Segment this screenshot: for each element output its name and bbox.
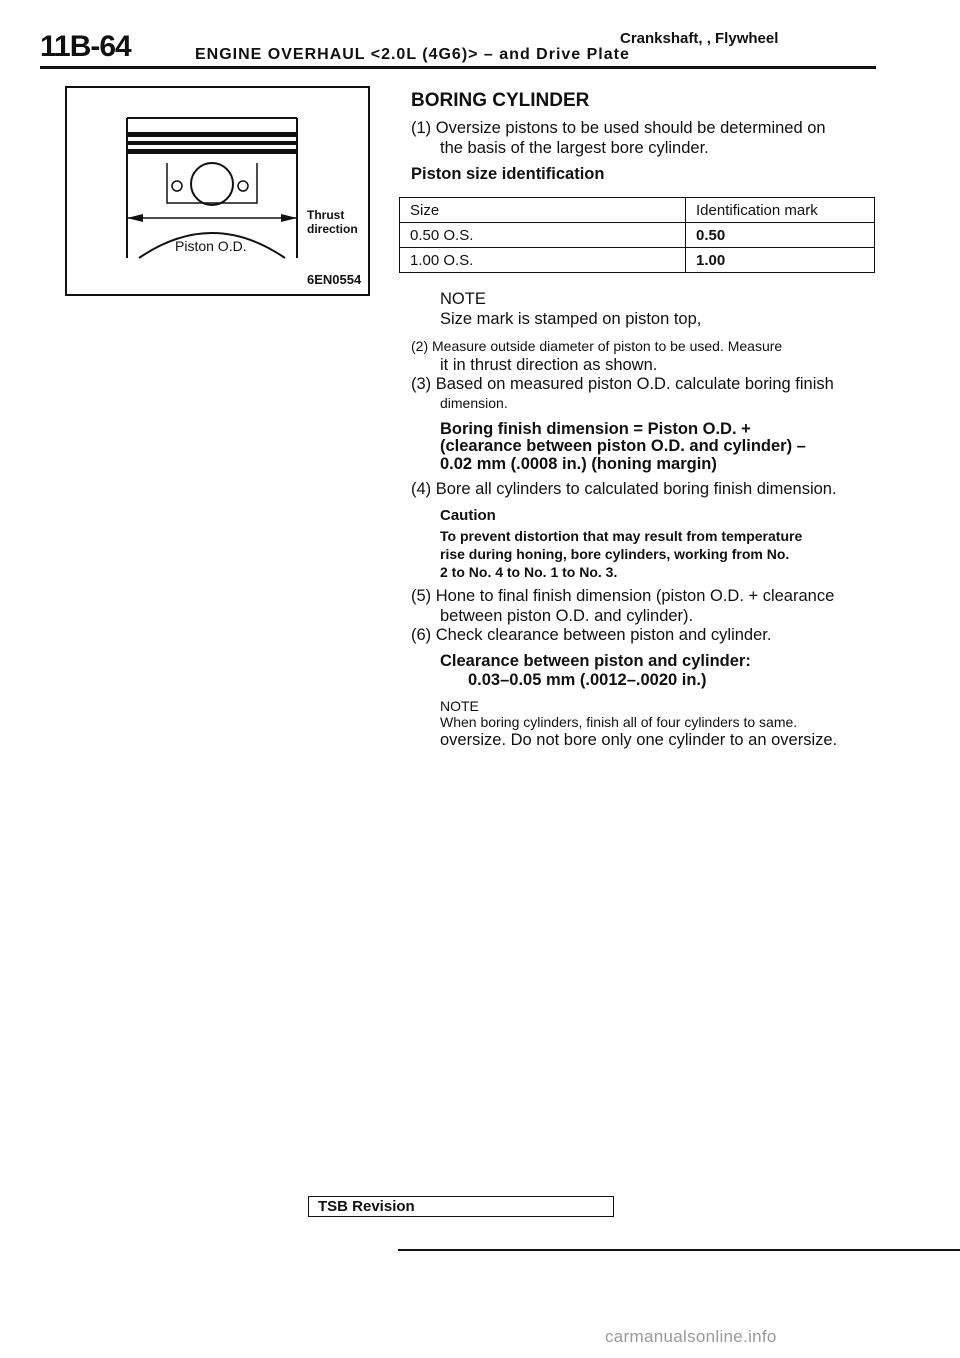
note1-text: Size mark is stamped on piston top, [440,310,702,328]
step2-line2: it in thrust direction as shown. [440,356,658,374]
page-number: 11B-64 [40,30,132,63]
table-cell: 0.50 [685,222,875,248]
tsb-revision-label: TSB Revision [318,1198,415,1215]
step3-line1: (3) Based on measured piston O.D. calcul… [411,375,834,393]
step2-line1: (2) Measure outside diameter of piston t… [411,338,783,354]
note1-label: NOTE [440,290,486,308]
tsb-revision-box [308,1196,614,1217]
table-cell: 0.50 O.S. [399,222,686,248]
step5-line2: between piston O.D. and cylinder). [440,607,694,625]
formula-line2: (clearance between piston O.D. and cylin… [440,437,806,455]
note2-label: NOTE [440,698,479,714]
table-cell: 1.00 O.S. [399,247,686,273]
note2-line2: oversize. Do not bore only one cylinder … [440,731,838,749]
step3-line2: dimension. [440,395,508,411]
caution-line1: To prevent distortion that may result fr… [440,528,803,544]
header-rule [40,66,876,69]
clearance-value: 0.03–0.05 mm (.0012–.0020 in.) [468,671,707,689]
table-row: 1.00 O.S. 1.00 [399,247,875,273]
header-title: ENGINE OVERHAUL <2.0L (4G6)> – and Drive… [195,46,630,63]
table-cell: 1.00 [685,247,875,273]
clearance-label: Clearance between piston and cylinder: [440,652,751,670]
figure-code: 6EN0554 [307,272,362,287]
watermark-text: carmanualsonline.info [605,1327,777,1346]
thrust-label-line2: direction [307,222,358,236]
piston-size-table: Size Identification mark 0.50 O.S. 0.50 … [399,197,875,273]
table-heading: Piston size identification [411,165,605,183]
step1-line1: (1) Oversize pistons to be used should b… [411,119,826,137]
step4: (4) Bore all cylinders to calculated bor… [411,480,837,498]
footer-rule [398,1249,960,1251]
thrust-label-line1: Thrust [307,208,345,222]
piston-drawing [126,117,298,259]
table-header-row: Size Identification mark [399,197,875,223]
note2-line1: When boring cylinders, finish all of fou… [440,714,798,730]
caution-label: Caution [440,507,496,524]
step1-line2: the basis of the largest bore cylinder. [440,139,709,157]
table-header-size: Size [399,197,686,223]
thrust-direction-label: Thrust direction [307,208,377,236]
step5-line1: (5) Hone to final finish dimension (pist… [411,587,835,605]
formula-line1: Boring finish dimension = Piston O.D. + [440,420,751,438]
step6: (6) Check clearance between piston and c… [411,626,772,644]
section-heading: BORING CYLINDER [411,90,590,111]
table-header-mark: Identification mark [685,197,875,223]
caution-line3: 2 to No. 4 to No. 1 to No. 3. [440,564,618,580]
piston-diagram: Piston O.D. Thrust direction 6EN0554 [65,86,370,296]
section-title-top: Crankshaft, , Flywheel [620,30,779,47]
caution-line2: rise during honing, bore cylinders, work… [440,546,790,562]
formula-line3: 0.02 mm (.0008 in.) (honing margin) [440,455,717,473]
piston-od-label: Piston O.D. [175,238,247,254]
table-row: 0.50 O.S. 0.50 [399,222,875,248]
